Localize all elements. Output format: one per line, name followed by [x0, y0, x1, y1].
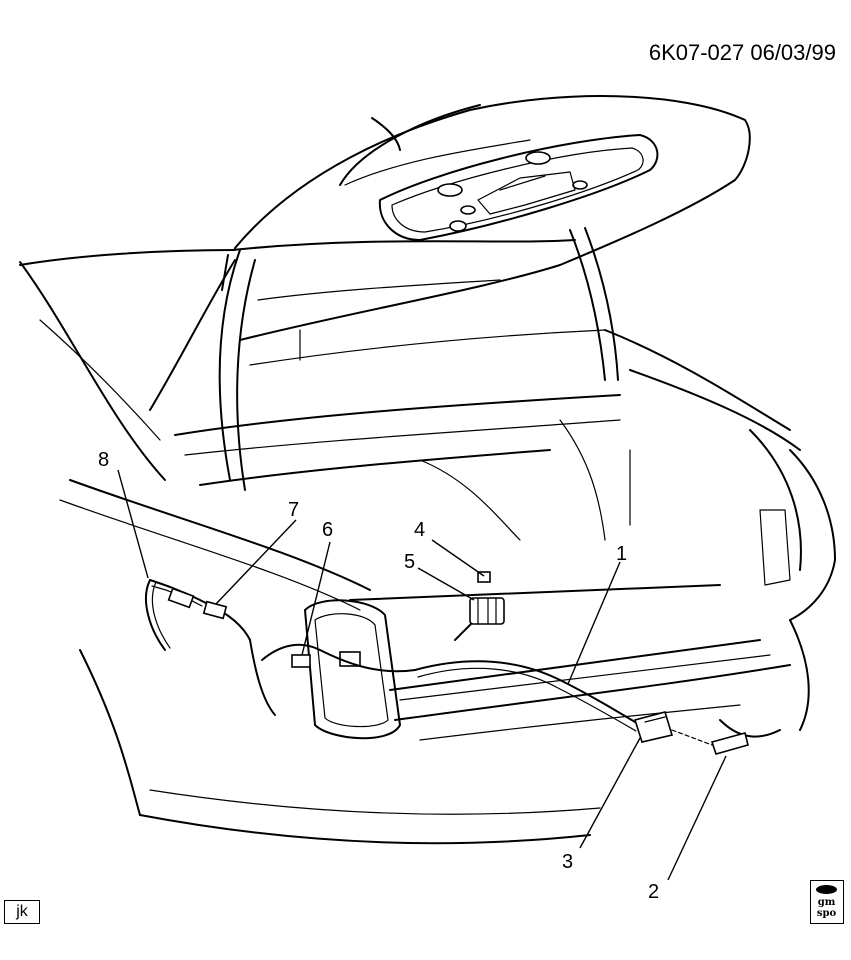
trunk-floor	[199, 419, 791, 741]
connector-group	[469, 571, 749, 755]
trunk-opening	[174, 227, 621, 491]
gm-spo-logo: gm spo	[810, 880, 844, 924]
document-id: 6K07-027 06/03/99	[649, 40, 836, 65]
callout-3: 3	[562, 851, 573, 873]
callout-2: 2	[648, 881, 659, 903]
wiring-harness	[145, 579, 641, 732]
logo-line-2: spo	[816, 908, 837, 919]
callout-1: 1	[616, 543, 627, 565]
drawer-initials: jk	[4, 900, 40, 924]
callout-4: 4	[414, 519, 425, 541]
callout-6: 6	[322, 519, 333, 541]
left-tail-lamp	[304, 599, 401, 740]
gm-oval-icon	[816, 885, 837, 894]
right-quarter-panel	[604, 329, 836, 738]
logo-line-1: gm	[817, 897, 836, 908]
deck-lid	[221, 95, 751, 341]
callout-5: 5	[404, 551, 415, 573]
left-quarter-panel	[19, 249, 601, 845]
callout-labels: 1 2 3 4 5 6 7 8	[98, 449, 659, 903]
leader-lines	[117, 469, 727, 881]
callout-7: 7	[288, 499, 299, 521]
callout-8: 8	[98, 449, 109, 471]
